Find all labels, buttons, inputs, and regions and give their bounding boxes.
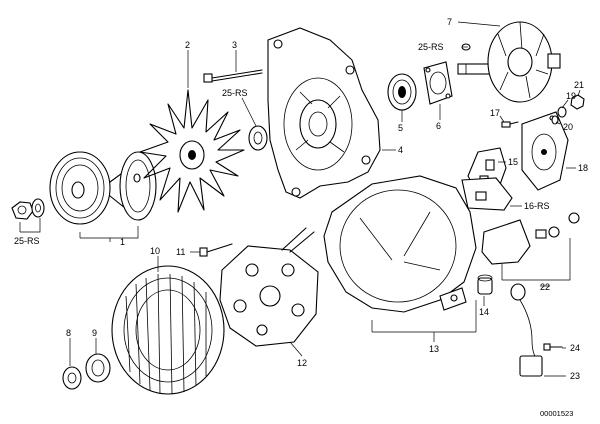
label-10: 10: [150, 246, 160, 256]
screw-11: [199, 243, 233, 257]
sensor-23: [510, 283, 543, 377]
label-6: 6: [436, 121, 441, 131]
rotor-7: [457, 21, 561, 103]
label-18: 18: [578, 163, 588, 173]
leader-lines: [19, 21, 581, 377]
screw-17: [501, 121, 519, 128]
regulator-16-rs: [461, 177, 513, 211]
label-14: 14: [479, 307, 489, 317]
bearing-9: [85, 353, 111, 383]
label-7: 7: [447, 17, 452, 27]
bearing-5: [387, 73, 417, 111]
label-12: 12: [297, 358, 307, 368]
label-19: 19: [566, 91, 576, 101]
bearing-8: [62, 366, 82, 390]
regulator-22: [481, 212, 580, 265]
screw-24: [543, 343, 563, 351]
cover-plate-18: [521, 111, 569, 191]
fan-2: [139, 89, 245, 213]
label-24: 24: [570, 343, 580, 353]
bolt-3: [203, 69, 263, 83]
label-15: 15: [508, 157, 518, 167]
label-11: 11: [176, 247, 185, 257]
slip-ring-end-housing-13: [323, 175, 477, 313]
label-22: 22: [540, 282, 550, 292]
label-16-rs: 16-RS: [524, 201, 550, 211]
sleeve-14: [477, 274, 493, 295]
diagram-code: 00001523: [540, 409, 573, 418]
nut-and-washer-25-rs: [11, 198, 45, 220]
label-1: 1: [120, 237, 125, 247]
label-5: 5: [398, 123, 403, 133]
label-20: 20: [563, 122, 573, 132]
label-8: 8: [66, 328, 71, 338]
stator-10: [111, 265, 225, 395]
label-2: 2: [185, 40, 190, 50]
label-17: 17: [490, 108, 500, 118]
washer-19: [557, 106, 567, 118]
label-25-rs-mid: 25-RS: [222, 88, 248, 98]
label-21: 21: [574, 80, 584, 90]
retainer-plate-6: [423, 61, 453, 105]
label-23: 23: [570, 371, 580, 381]
label-4: 4: [398, 145, 403, 155]
label-9: 9: [92, 328, 97, 338]
spacer-ring-25-rs: [248, 125, 268, 151]
label-25-rs-left: 25-RS: [14, 236, 40, 246]
label-25-rs-top: 25-RS: [418, 42, 444, 52]
label-3: 3: [232, 40, 237, 50]
rectifier-12: [219, 227, 319, 347]
label-13: 13: [429, 344, 439, 354]
part-labels: 1 2 3 4 5 6 7 8 9 10 11 12 13 14 15 16-R…: [14, 17, 588, 381]
drive-end-housing-4: [267, 27, 381, 199]
pulley-1: [49, 151, 157, 225]
